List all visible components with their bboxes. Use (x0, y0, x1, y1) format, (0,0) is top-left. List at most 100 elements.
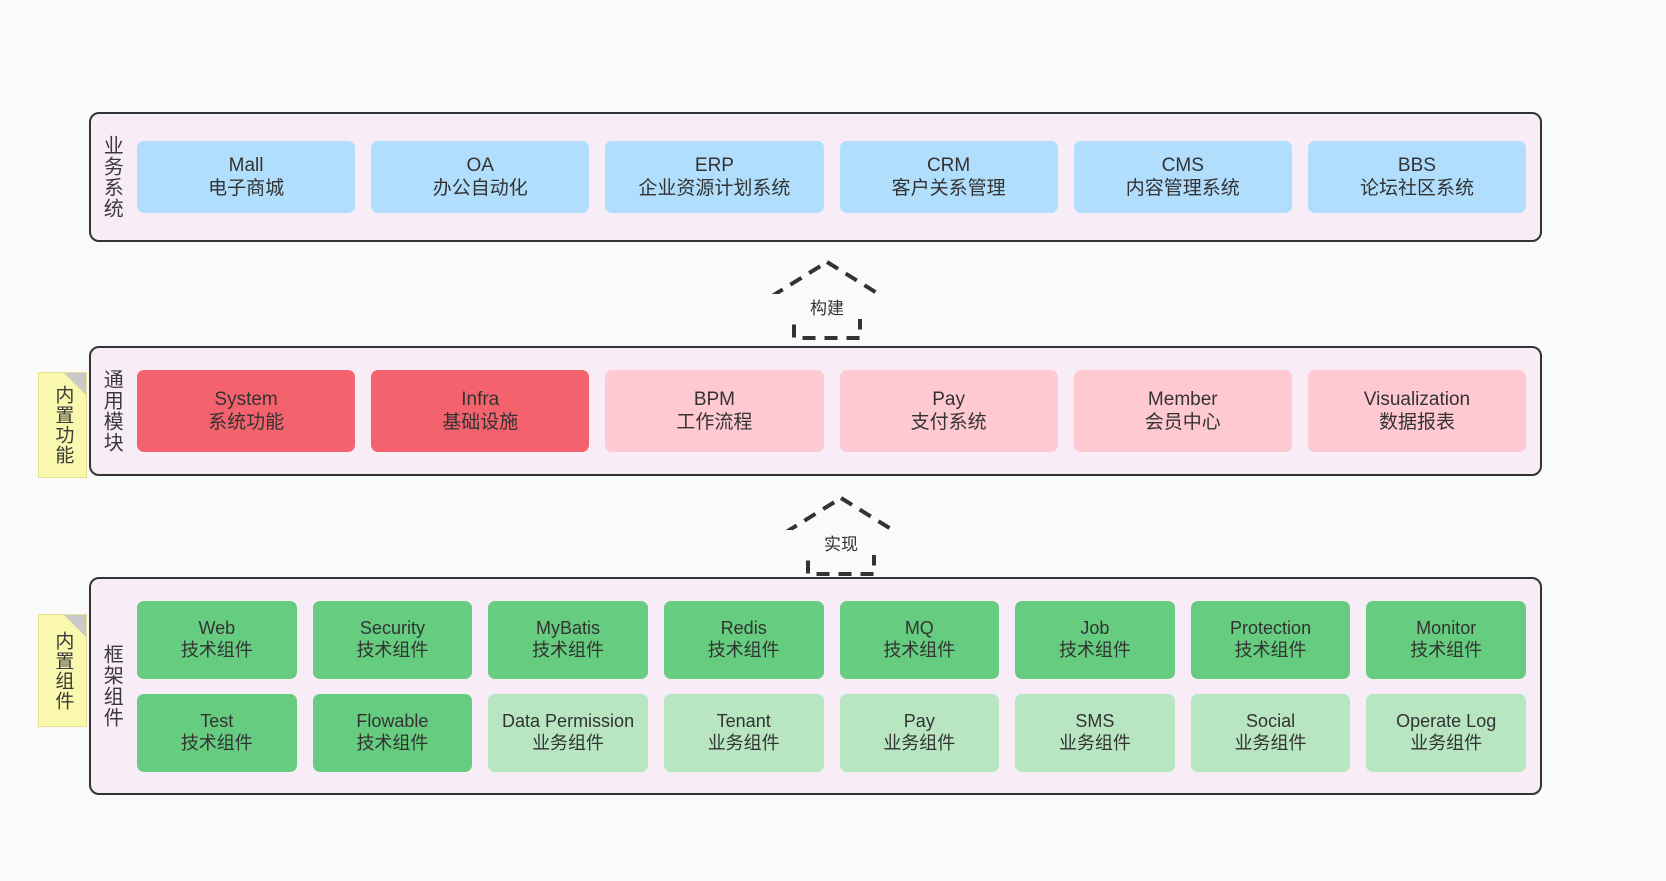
card-monitor-name: Monitor (1416, 617, 1477, 638)
card-social[interactable]: Social 业务组件 (1190, 693, 1351, 772)
card-oa-name: OA (466, 154, 494, 176)
card-sms-desc: 业务组件 (1058, 732, 1131, 753)
card-infra[interactable]: Infra 基础设施 (371, 370, 590, 452)
note-builtin-functions: 内置功能 (38, 372, 87, 478)
card-crm[interactable]: CRM 客户关系管理 (839, 141, 1058, 213)
card-pay-component[interactable]: Pay 业务组件 (839, 693, 1000, 772)
card-pay-module[interactable]: Pay 支付系统 (839, 370, 1058, 452)
card-sms[interactable]: SMS 业务组件 (1015, 693, 1175, 772)
card-bpm[interactable]: BPM 工作流程 (605, 370, 824, 452)
card-pay-component-name: Pay (903, 710, 935, 731)
card-erp-desc: 企业资源计划系统 (638, 178, 791, 199)
common-modules-layer: 通用模块 System 系统功能 Infra 基础设施 BPM 工作流程 Pay… (89, 346, 1542, 476)
card-cms[interactable]: CMS 内容管理系统 (1073, 141, 1292, 213)
card-system[interactable]: System 系统功能 (137, 370, 356, 452)
card-monitor-desc: 技术组件 (1410, 639, 1483, 660)
card-visualization-desc: 数据报表 (1378, 412, 1455, 433)
card-security[interactable]: Security 技术组件 (312, 600, 473, 679)
card-mq-desc: 技术组件 (883, 639, 956, 660)
card-social-name: Social (1246, 710, 1296, 731)
card-tenant-desc: 业务组件 (707, 732, 780, 753)
card-protection-desc: 技术组件 (1234, 639, 1307, 660)
card-cms-desc: 内容管理系统 (1125, 178, 1240, 199)
card-job-name: Job (1080, 617, 1110, 638)
framework-components-layer-title: 框架组件 (100, 644, 123, 728)
card-crm-name: CRM (926, 154, 971, 176)
card-redis[interactable]: Redis 技术组件 (663, 600, 824, 679)
card-member-desc: 会员中心 (1144, 412, 1221, 433)
card-test[interactable]: Test 技术组件 (137, 693, 297, 772)
card-bpm-desc: 工作流程 (676, 412, 753, 433)
business-systems-card-area: Mall 电子商城 OA 办公自动化 ERP 企业资源计划系统 CRM 客户关系… (131, 114, 1540, 240)
card-flowable-desc: 技术组件 (356, 732, 429, 753)
card-web[interactable]: Web 技术组件 (137, 600, 297, 679)
card-system-desc: 系统功能 (208, 412, 285, 433)
card-visualization-name: Visualization (1363, 388, 1471, 410)
common-modules-card-area: System 系统功能 Infra 基础设施 BPM 工作流程 Pay 支付系统… (131, 348, 1540, 474)
card-operate-log[interactable]: Operate Log 业务组件 (1366, 693, 1526, 772)
card-data-permission-desc: 业务组件 (532, 732, 605, 753)
card-web-name: Web (198, 617, 236, 638)
framework-components-row-2: Test 技术组件 Flowable 技术组件 Data Permission … (137, 693, 1526, 772)
card-member-name: Member (1147, 388, 1218, 410)
card-job-desc: 技术组件 (1058, 639, 1131, 660)
common-modules-layer-title: 通用模块 (100, 369, 123, 453)
card-data-permission[interactable]: Data Permission 业务组件 (488, 693, 648, 772)
card-bbs-desc: 论坛社区系统 (1359, 178, 1474, 199)
card-cms-name: CMS (1161, 154, 1204, 176)
card-visualization[interactable]: Visualization 数据报表 (1307, 370, 1527, 452)
card-infra-desc: 基础设施 (442, 412, 519, 433)
card-security-desc: 技术组件 (356, 639, 429, 660)
card-test-desc: 技术组件 (180, 732, 253, 753)
card-erp[interactable]: ERP 企业资源计划系统 (605, 141, 824, 213)
card-pay-module-name: Pay (932, 388, 965, 410)
card-mall-desc: 电子商城 (208, 178, 285, 199)
implement-arrow: 实现 (766, 494, 916, 578)
card-mq-name: MQ (904, 617, 934, 638)
card-pay-component-desc: 业务组件 (883, 732, 956, 753)
card-mybatis[interactable]: MyBatis 技术组件 (488, 600, 648, 679)
card-flowable-name: Flowable (356, 710, 429, 731)
card-mybatis-desc: 技术组件 (532, 639, 605, 660)
card-mall-name: Mall (228, 154, 264, 176)
common-modules-row: System 系统功能 Infra 基础设施 BPM 工作流程 Pay 支付系统… (137, 370, 1527, 452)
card-mq[interactable]: MQ 技术组件 (839, 600, 1000, 679)
card-operate-log-name: Operate Log (1396, 710, 1497, 731)
framework-components-card-area: Web 技术组件 Security 技术组件 MyBatis 技术组件 Redi… (131, 579, 1540, 793)
note-builtin-components: 内置组件 (38, 614, 87, 727)
card-protection-name: Protection (1230, 617, 1312, 638)
build-arrow: 构建 (752, 258, 902, 342)
note-builtin-components-label: 内置组件 (52, 630, 74, 711)
card-operate-log-desc: 业务组件 (1410, 732, 1483, 753)
card-security-name: Security (359, 617, 425, 638)
business-systems-layer: 业务系统 Mall 电子商城 OA 办公自动化 ERP 企业资源计划系统 CRM… (89, 112, 1542, 242)
card-protection[interactable]: Protection 技术组件 (1190, 600, 1351, 679)
card-bpm-name: BPM (693, 388, 736, 410)
card-data-permission-name: Data Permission (502, 710, 635, 731)
card-oa-desc: 办公自动化 (432, 178, 528, 199)
card-erp-name: ERP (694, 154, 734, 176)
business-systems-layer-title: 业务系统 (100, 135, 123, 219)
card-system-name: System (214, 388, 278, 410)
implement-arrow-label: 实现 (766, 530, 916, 555)
card-oa[interactable]: OA 办公自动化 (371, 141, 590, 213)
card-member[interactable]: Member 会员中心 (1073, 370, 1292, 452)
card-bbs-name: BBS (1397, 154, 1436, 176)
card-infra-name: Infra (461, 388, 500, 410)
card-mall[interactable]: Mall 电子商城 (137, 141, 356, 213)
card-test-name: Test (200, 710, 234, 731)
framework-components-row-1: Web 技术组件 Security 技术组件 MyBatis 技术组件 Redi… (137, 600, 1526, 679)
card-tenant-name: Tenant (716, 710, 771, 731)
card-bbs[interactable]: BBS 论坛社区系统 (1307, 141, 1527, 213)
card-monitor[interactable]: Monitor 技术组件 (1366, 600, 1526, 679)
card-social-desc: 业务组件 (1234, 732, 1307, 753)
note-builtin-functions-label: 内置功能 (52, 385, 74, 465)
card-pay-module-desc: 支付系统 (910, 412, 987, 433)
card-mybatis-name: MyBatis (536, 617, 601, 638)
card-flowable[interactable]: Flowable 技术组件 (312, 693, 473, 772)
card-web-desc: 技术组件 (180, 639, 253, 660)
card-tenant[interactable]: Tenant 业务组件 (663, 693, 824, 772)
card-job[interactable]: Job 技术组件 (1015, 600, 1175, 679)
card-redis-name: Redis (720, 617, 767, 638)
build-arrow-label: 构建 (752, 294, 902, 319)
